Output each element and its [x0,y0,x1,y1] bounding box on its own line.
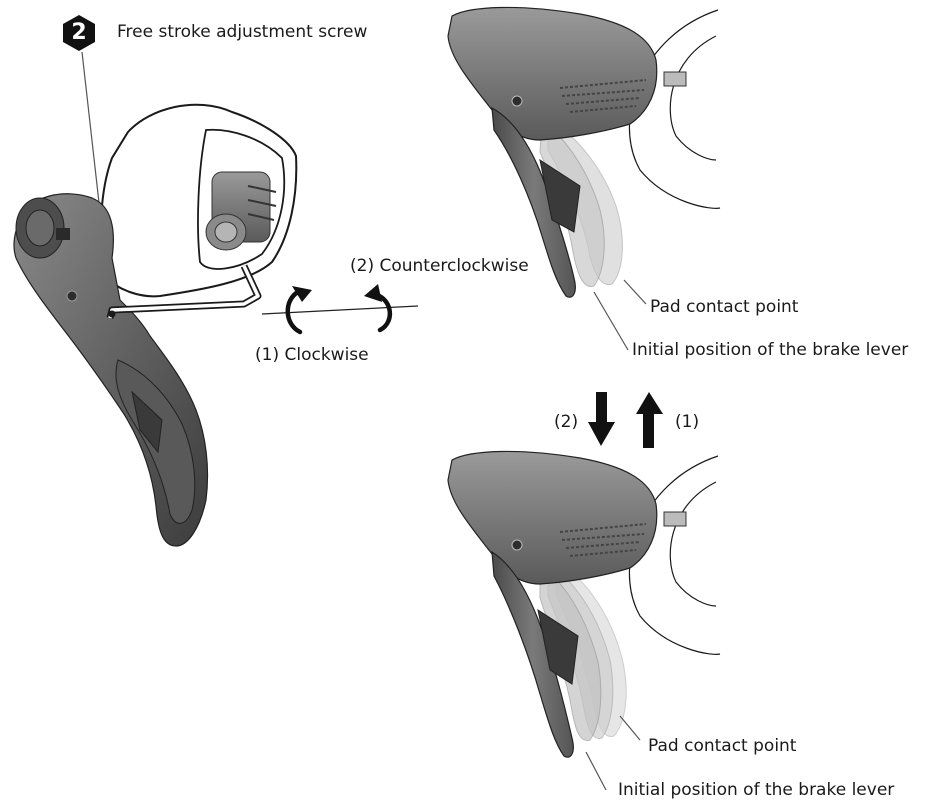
shifter-cap-inner [26,210,54,246]
down-arrow-label: (2) [554,412,578,432]
bottom-pad-contact-label: Pad contact point [648,736,796,756]
adjustment-screw [109,311,116,318]
left-brake-lever-illustration [14,52,418,546]
bottom-initial-position-label: Initial position of the brake lever [618,780,894,800]
top-pad-contact-leader [624,280,646,304]
bottom-handlebar-clamp [664,512,686,526]
top-pivot-bolt [512,96,522,106]
pivot-bolt [67,291,77,301]
handlebar-inner-curve [670,36,716,160]
bottom-pad-contact-leader [620,716,640,740]
clockwise-label: (1) Clockwise [255,345,369,365]
handlebar-clamp [664,72,686,86]
clockwise-arrow-icon [288,286,312,332]
mechanism-knob-center [215,222,237,242]
top-pad-contact-label: Pad contact point [650,297,798,317]
bottom-hood-body [448,451,657,584]
up-arrow-label: (1) [675,412,699,432]
body-detail-slot [56,228,70,240]
top-initial-position-leader [594,292,628,350]
bottom-handlebar-inner-curve [670,482,716,606]
rotation-axis-line [262,306,418,314]
arrow-up-icon [636,392,663,448]
top-hood-body [448,7,657,140]
bottom-pivot-bolt [512,540,522,550]
bottom-initial-position-leader [586,752,606,790]
arrow-down-icon [588,392,615,446]
counterclockwise-arrow-icon [364,284,390,330]
counterclockwise-label: (2) Counterclockwise [350,256,529,276]
top-initial-position-label: Initial position of the brake lever [632,340,908,360]
direction-arrows [588,392,663,448]
